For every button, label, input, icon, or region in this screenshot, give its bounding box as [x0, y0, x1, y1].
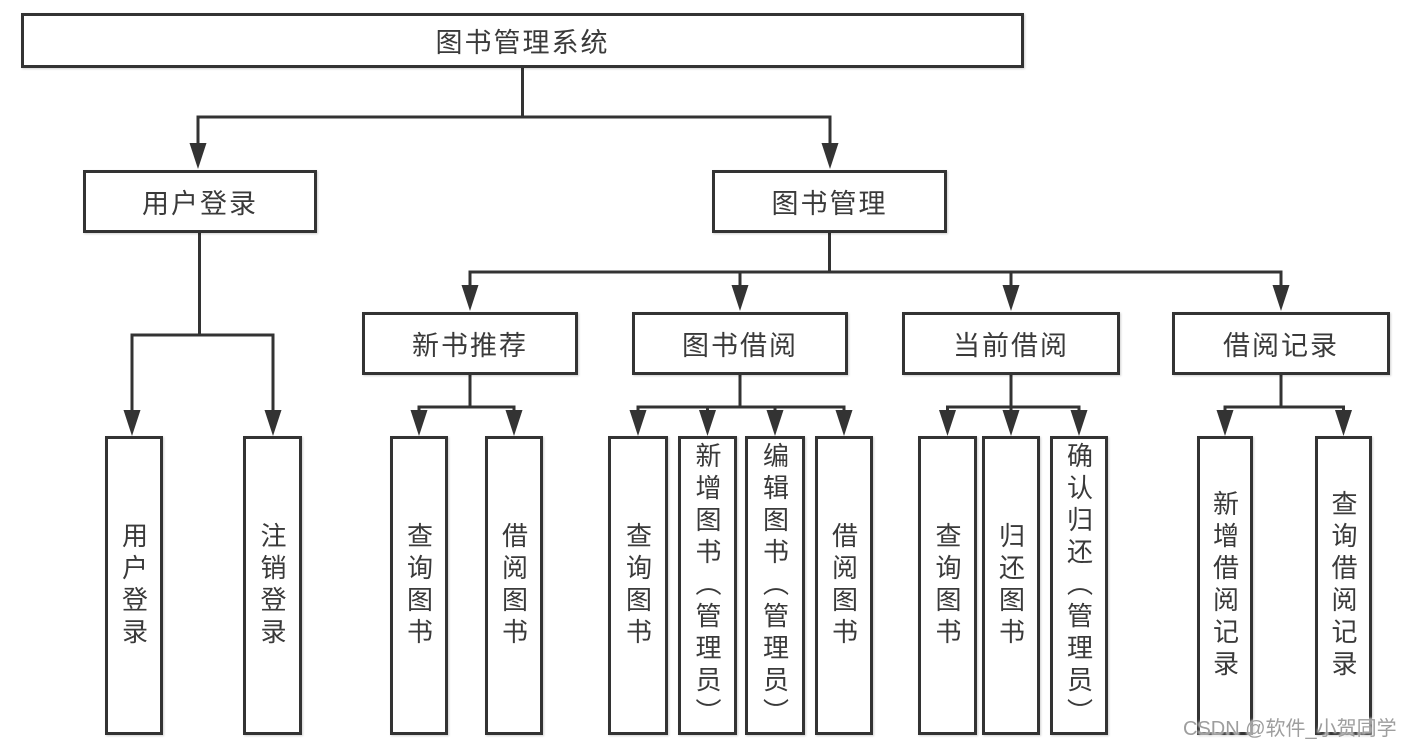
leaf-edit-book-admin: 编辑图书（管理员）: [745, 436, 805, 735]
node-root: 图书管理系统: [21, 13, 1024, 68]
node-user-login: 用户登录: [83, 170, 317, 233]
leaf-query-borrow-record-label: 查询借阅记录: [1328, 489, 1358, 682]
leaf-add-book-admin: 新增图书（管理员）: [678, 436, 737, 735]
leaf-user-login-label: 用户登录: [118, 521, 149, 650]
leaf-user-login: 用户登录: [105, 436, 163, 735]
leaf-edit-book-admin-label: 编辑图书（管理员）: [759, 441, 790, 730]
node-current-borrow-label: 当前借阅: [953, 331, 1069, 361]
node-user-login-label: 用户登录: [142, 189, 258, 219]
node-book-mgmt: 图书管理: [712, 170, 947, 233]
node-root-label: 图书管理系统: [435, 28, 610, 58]
leaf-add-borrow-record-label: 新增借阅记录: [1209, 489, 1240, 682]
leaf-borrow-query-books: 查询图书: [608, 436, 668, 735]
node-book-mgmt-label: 图书管理: [771, 189, 888, 219]
leaf-return-book-label: 归还图书: [995, 521, 1026, 650]
leaf-newbooks-query-books: 查询图书: [390, 436, 448, 735]
leaf-add-borrow-record: 新增借阅记录: [1197, 436, 1253, 735]
leaf-current-query-books: 查询图书: [918, 436, 977, 735]
leaf-add-book-admin-label: 新增图书（管理员）: [692, 441, 722, 730]
node-new-books: 新书推荐: [362, 312, 578, 375]
leaf-confirm-return-admin-label: 确认归还（管理员）: [1063, 441, 1094, 730]
leaf-current-query-books-label: 查询图书: [932, 521, 962, 650]
leaf-query-borrow-record: 查询借阅记录: [1315, 436, 1372, 735]
leaf-newbooks-query-books-label: 查询图书: [403, 521, 434, 650]
leaf-newbooks-borrow-books: 借阅图书: [485, 436, 543, 735]
leaf-borrow-query-books-label: 查询图书: [622, 521, 653, 650]
node-book-borrow: 图书借阅: [632, 312, 848, 375]
leaf-borrow-borrow-books-label: 借阅图书: [828, 521, 859, 650]
node-current-borrow: 当前借阅: [902, 312, 1120, 375]
leaf-return-book: 归还图书: [982, 436, 1040, 735]
leaf-newbooks-borrow-books-label: 借阅图书: [498, 521, 529, 650]
leaf-logout-login: 注销登录: [243, 436, 302, 735]
leaf-confirm-return-admin: 确认归还（管理员）: [1050, 436, 1108, 735]
node-book-borrow-label: 图书借阅: [682, 331, 798, 361]
leaf-logout-login-label: 注销登录: [257, 521, 287, 650]
node-borrow-records-label: 借阅记录: [1223, 331, 1339, 361]
node-borrow-records: 借阅记录: [1172, 312, 1390, 375]
node-new-books-label: 新书推荐: [412, 331, 528, 361]
leaf-borrow-borrow-books: 借阅图书: [815, 436, 873, 735]
watermark: CSDN @软件_小贺同学: [1183, 718, 1397, 740]
